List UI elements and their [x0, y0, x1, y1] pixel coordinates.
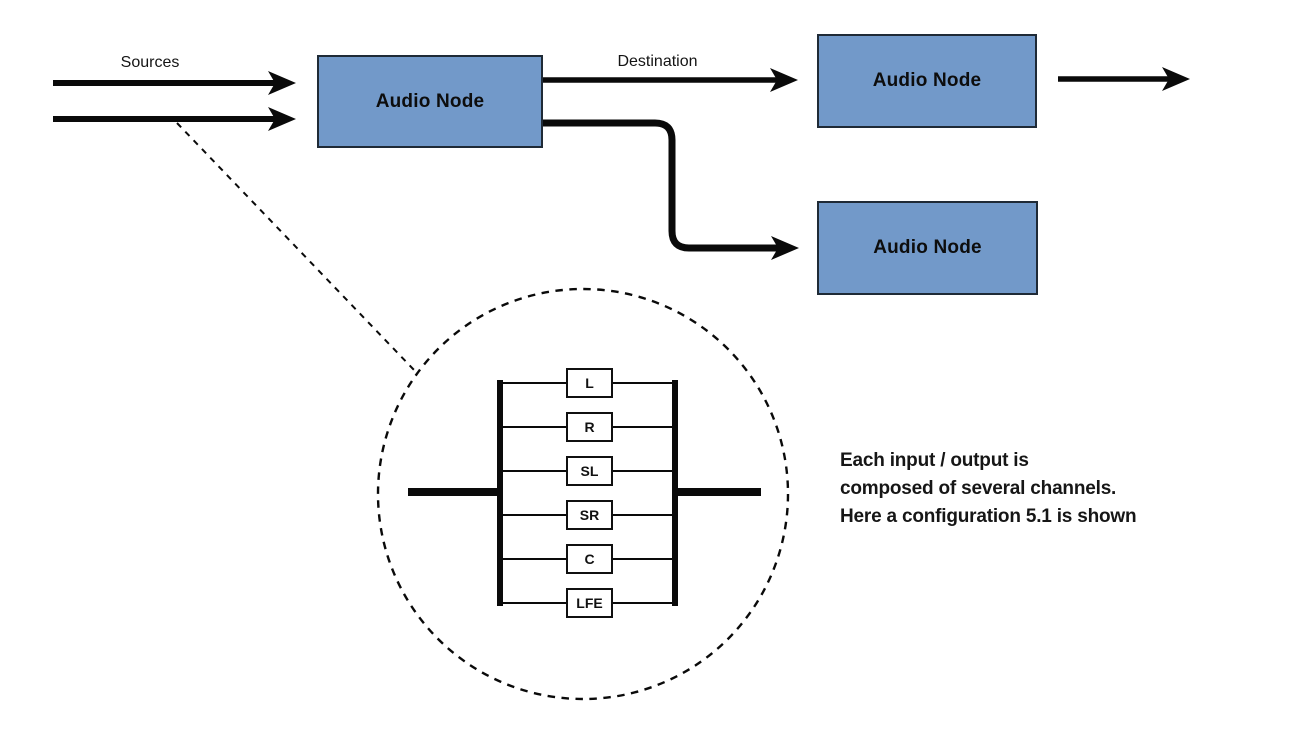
audio-node-3: Audio Node: [817, 201, 1038, 295]
channels-annotation-line-3: Here a configuration 5.1 is shown: [840, 506, 1137, 527]
channel-connector-lines: [502, 382, 674, 604]
channel-box-c: C: [566, 544, 613, 574]
destination-arrow-arrowhead-icon: [770, 68, 798, 92]
channel-box-r: R: [566, 412, 613, 442]
channel-box-sr: SR: [566, 500, 613, 530]
audio-node-2-label: Audio Node: [872, 70, 982, 91]
channel-box-l: L: [566, 368, 613, 398]
channels-annotation: Each input / output is composed of sever…: [840, 447, 1137, 531]
node1-to-node3-arrowhead-icon: [771, 236, 799, 260]
audio-node-3-label: Audio Node: [873, 237, 982, 258]
sources-label: Sources: [120, 54, 180, 71]
audio-node-1: Audio Node: [317, 55, 543, 148]
sources-arrow-2-arrowhead-icon: [268, 107, 296, 131]
audio-node-2: Audio Node: [817, 34, 1037, 128]
node1-to-node3-connector-line: [543, 119, 779, 252]
channel-box-sl: SL: [566, 456, 613, 486]
destination-label: Destination: [617, 53, 698, 70]
channel-box-lfe: LFE: [566, 588, 613, 618]
channels-annotation-line-1: Each input / output is: [840, 450, 1029, 471]
channels-annotation-line-2: composed of several channels.: [840, 478, 1117, 499]
node2-output-arrowhead-icon: [1162, 67, 1190, 91]
audio-node-1-label: Audio Node: [375, 90, 485, 112]
magnifier-dashed-circle: [376, 287, 790, 701]
magnifier-leader-dashed-line: [176, 122, 416, 372]
sources-arrow-1-arrowhead-icon: [268, 71, 296, 95]
